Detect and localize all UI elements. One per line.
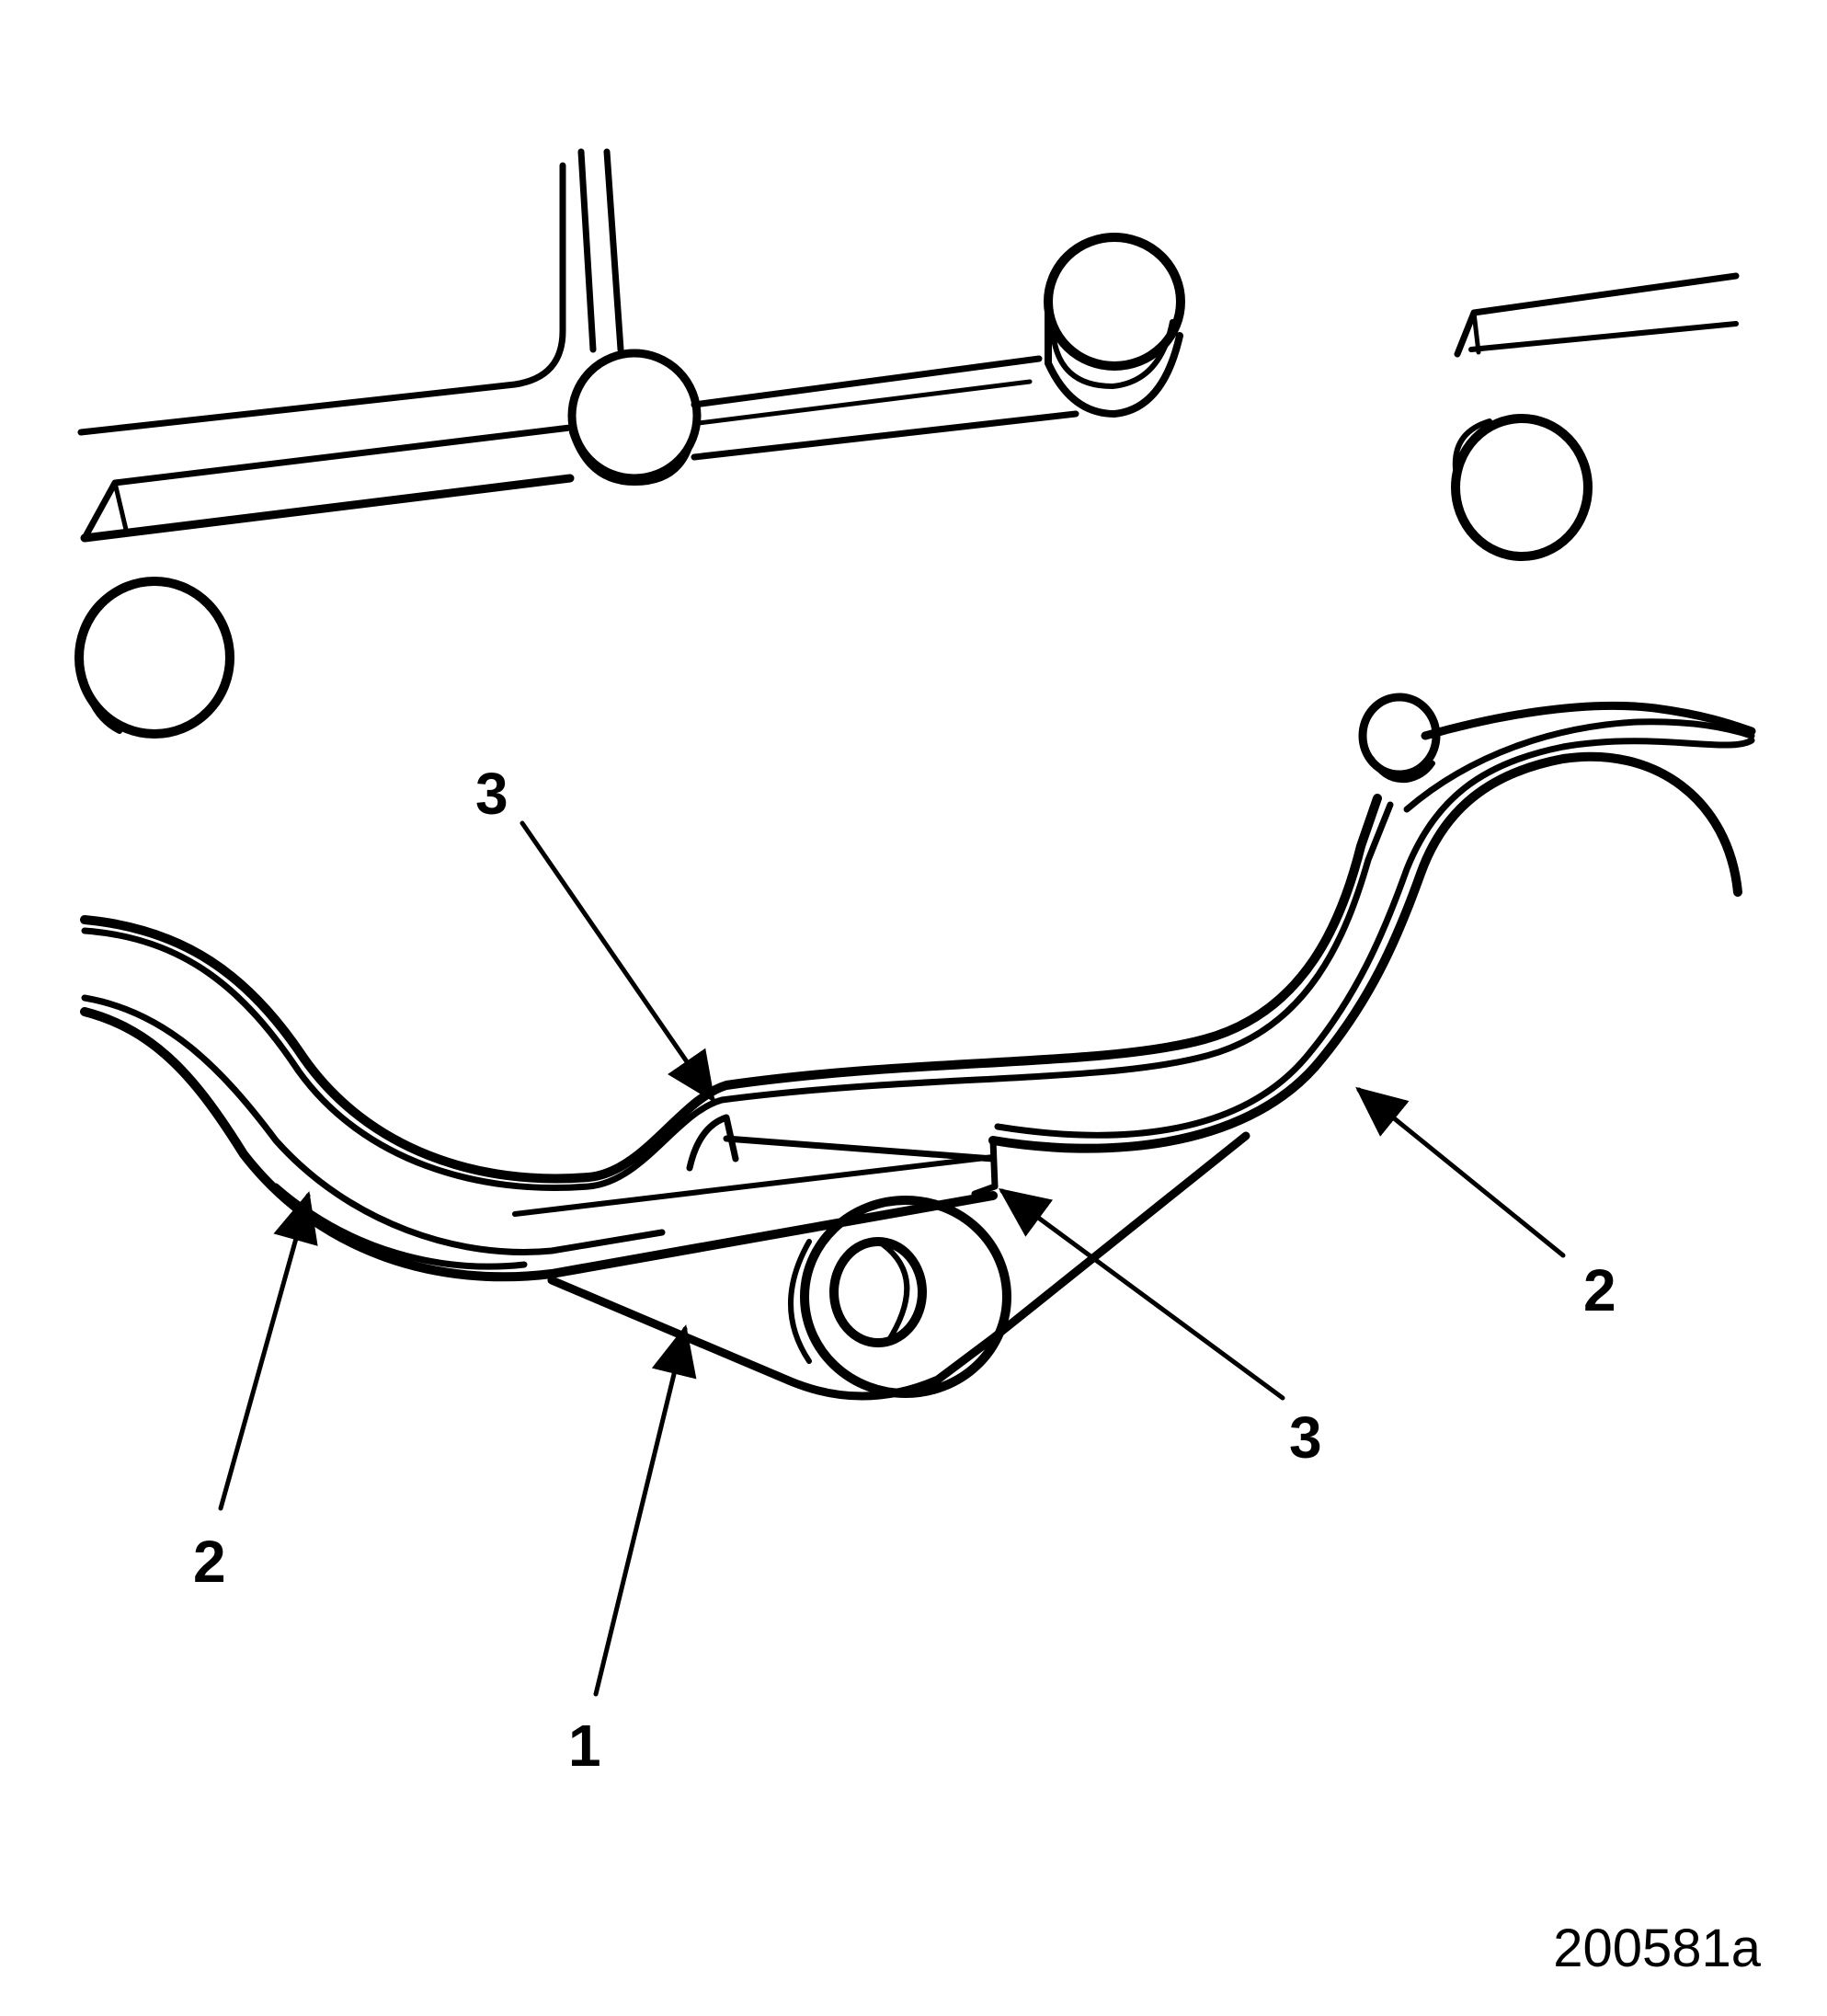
top-right-casting-fragment [1451, 272, 1740, 561]
leader-3-lower [998, 1188, 1285, 1401]
central-boss [567, 349, 702, 483]
callout-3-upper: 3 [475, 761, 508, 827]
callout-leaders [218, 820, 1566, 1697]
callout-1: 1 [568, 1712, 601, 1779]
figure-id: 200581a [1553, 1919, 1762, 1978]
bracket-bore [829, 1237, 927, 1347]
lower-casting-with-seal [80, 693, 1756, 1401]
leader-3-upper [520, 820, 715, 1104]
callout-3-lower: 3 [1289, 1404, 1322, 1471]
bracket-boss-outer [800, 1196, 1011, 1398]
leader-2-left [218, 1191, 318, 1511]
upper-casting [77, 148, 1185, 543]
end-boss-upper [1044, 233, 1185, 371]
callout-2-right: 2 [1583, 1257, 1616, 1323]
left-dowel-hole-group [74, 577, 234, 739]
callout-2-left: 2 [193, 1529, 226, 1595]
small-boss [1358, 693, 1441, 779]
right-dowel-hole [1451, 414, 1593, 561]
left-dowel-hole [74, 577, 234, 739]
leader-1 [593, 1324, 697, 1697]
leader-2-right [1355, 1086, 1566, 1258]
